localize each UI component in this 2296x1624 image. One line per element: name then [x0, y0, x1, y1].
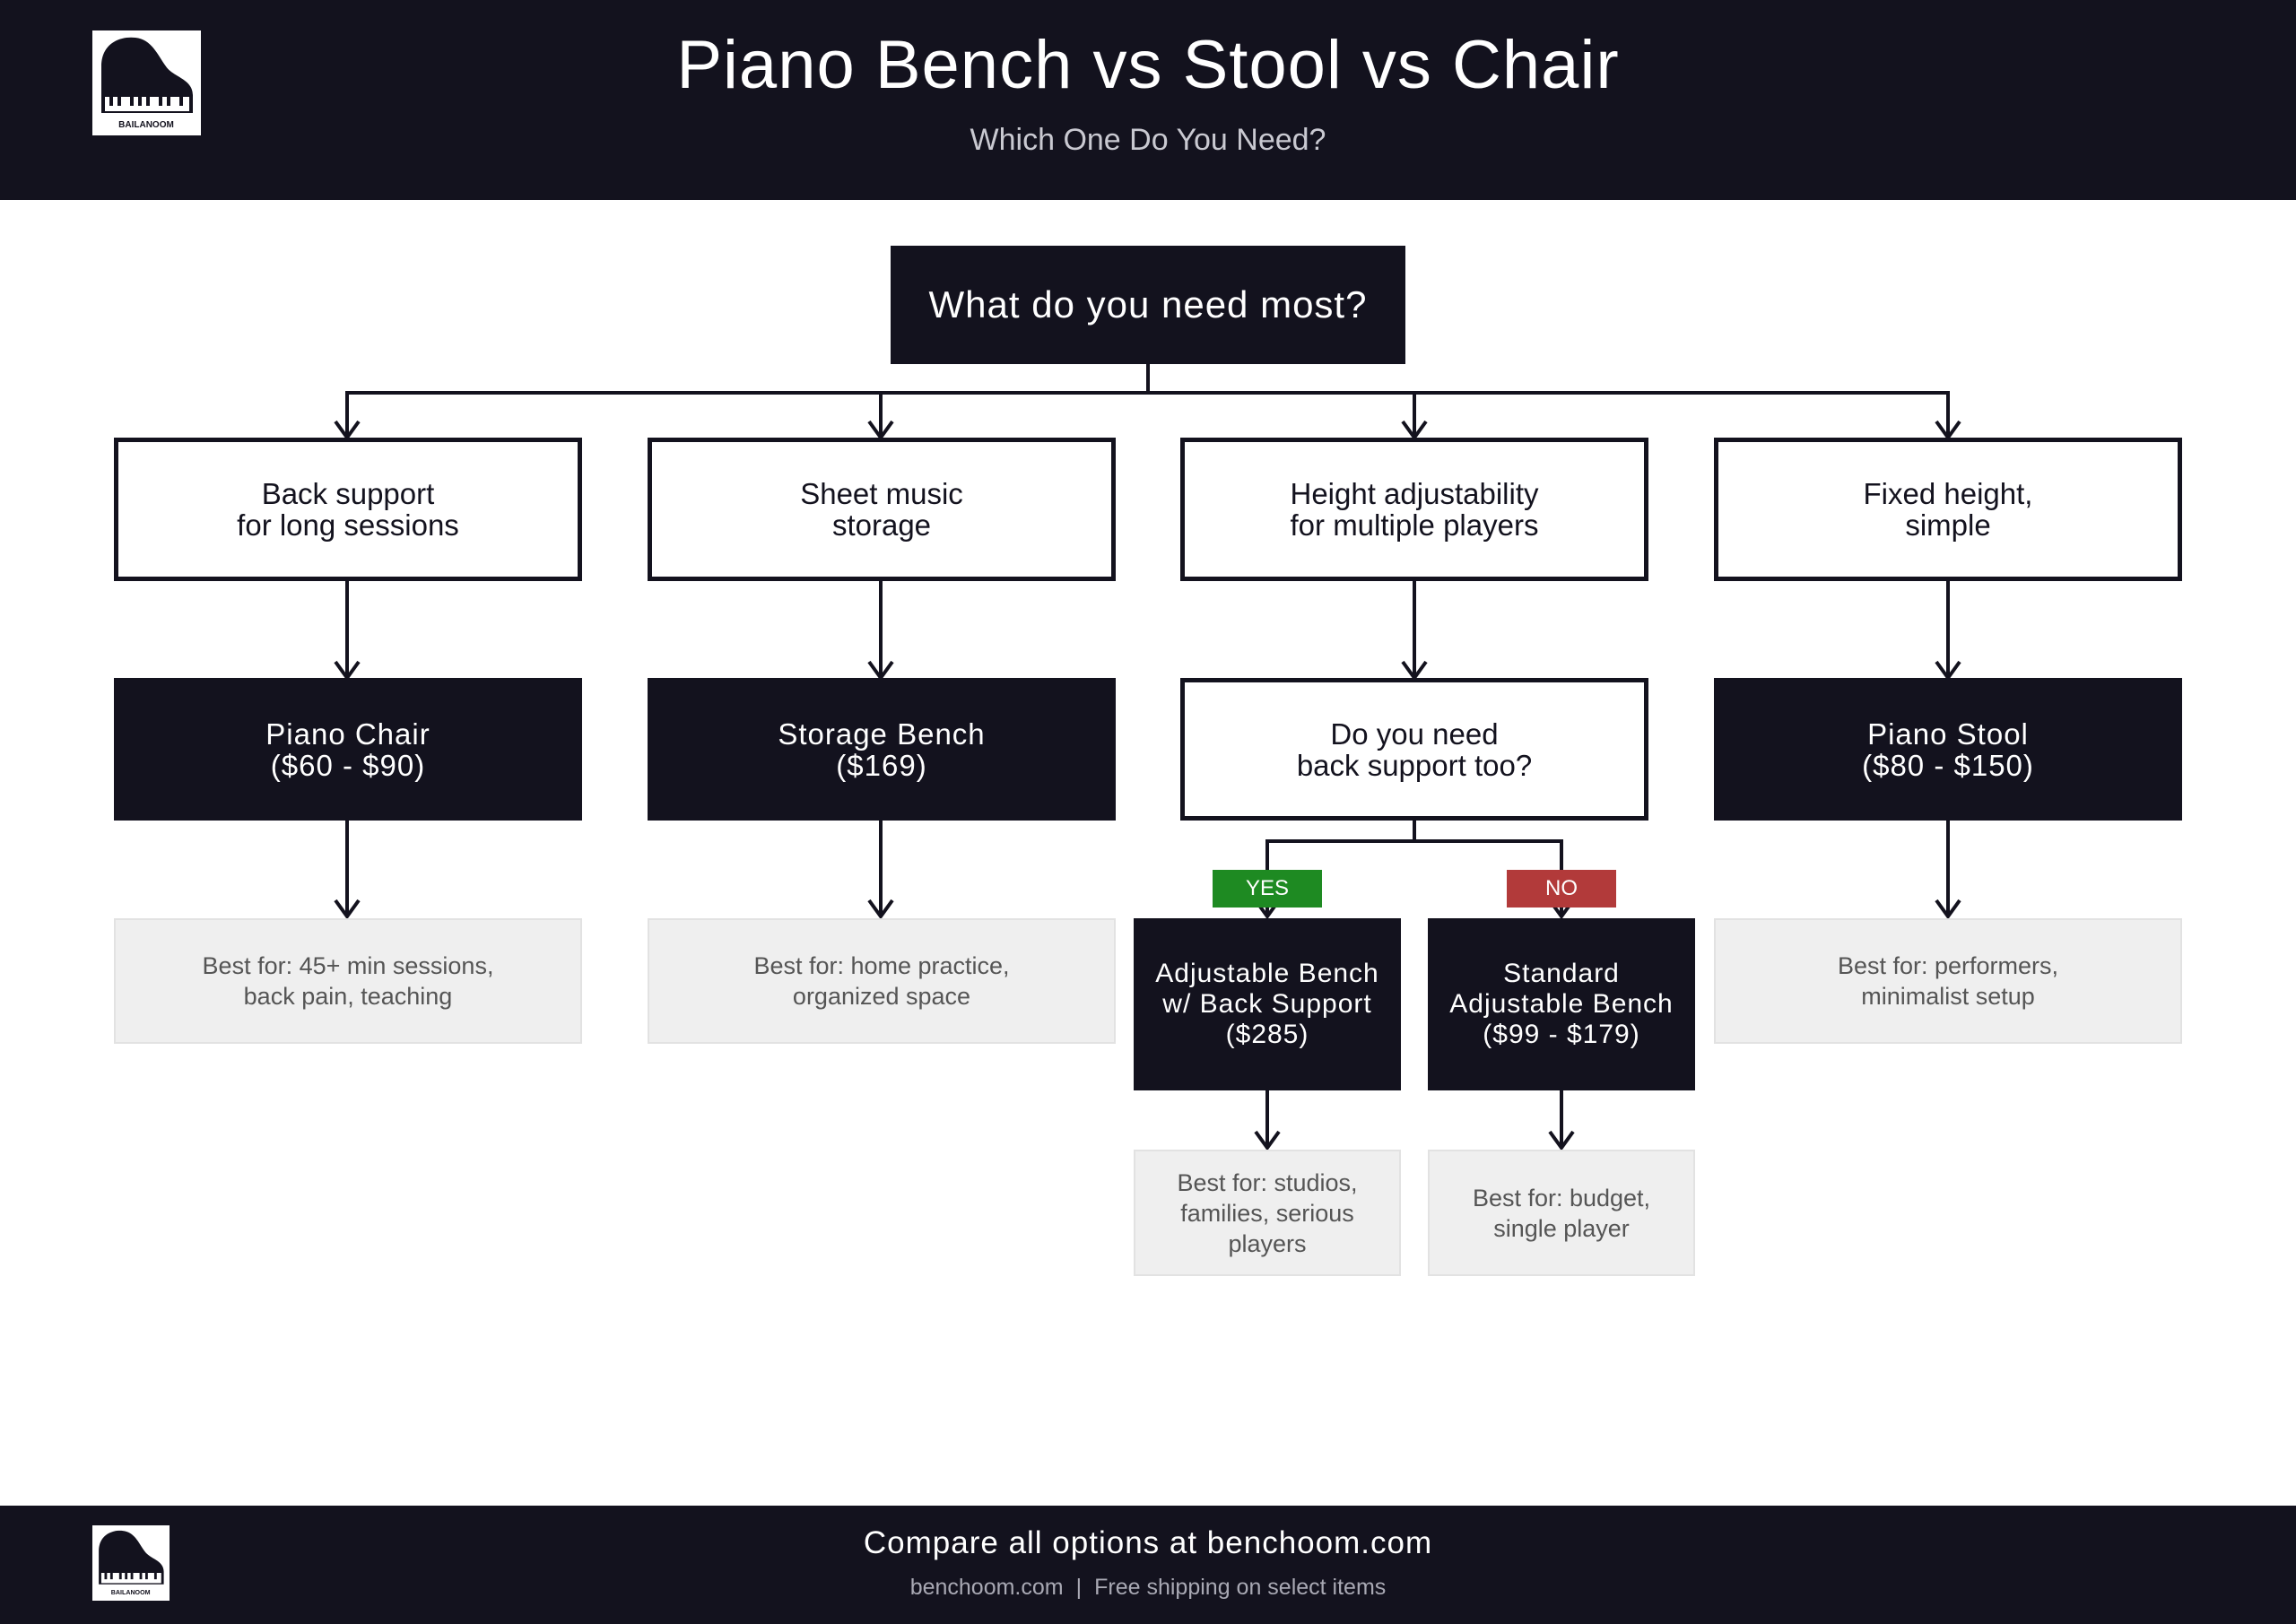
footer-site-link[interactable]: benchoom.com	[909, 1575, 1064, 1600]
footer-bar	[0, 1506, 2296, 1624]
need-back-support: Back support for long sessions	[114, 438, 582, 581]
best-for-storage-bench: Best for: home practice, organized space	[648, 918, 1116, 1044]
need-sheet-music-storage: Sheet music storage	[648, 438, 1116, 581]
need-height-adjustability: Height adjustability for multiple player…	[1180, 438, 1648, 581]
result-adjustable-bench-back-support: Adjustable Bench w/ Back Support ($285)	[1134, 918, 1401, 1090]
need-fixed-height: Fixed height, simple	[1714, 438, 2182, 581]
footer-shipping-note: Free shipping on select items	[1094, 1575, 1387, 1600]
result-piano-chair: Piano Chair ($60 - $90)	[114, 678, 582, 821]
answer-yes-badge: YES	[1213, 870, 1322, 908]
best-for-adjustable-bench-back-support: Best for: studios, families, serious pla…	[1134, 1150, 1401, 1276]
best-for-piano-chair: Best for: 45+ min sessions, back pain, t…	[114, 918, 582, 1044]
footer-cta[interactable]: Compare all options at benchoom.com	[863, 1525, 1433, 1560]
page-subtitle: Which One Do You Need?	[970, 123, 1326, 157]
footer-separator: |	[1075, 1575, 1083, 1600]
svg-text:BAILANOOM: BAILANOOM	[118, 120, 174, 130]
svg-text:BAILANOOM: BAILANOOM	[111, 1589, 151, 1596]
best-for-standard-adjustable-bench: Best for: budget, single player	[1428, 1150, 1695, 1276]
result-standard-adjustable-bench: Standard Adjustable Bench ($99 - $179)	[1428, 918, 1695, 1090]
footer-logo[interactable]: BAILANOOM	[92, 1525, 170, 1601]
best-for-piano-stool: Best for: performers, minimalist setup	[1714, 918, 2182, 1044]
root-question: What do you need most?	[891, 246, 1405, 364]
grand-piano-logo-icon: BAILANOOM	[99, 1530, 164, 1596]
result-storage-bench: Storage Bench ($169)	[648, 678, 1116, 821]
question-back-support: Do you need back support too?	[1180, 678, 1648, 821]
result-piano-stool: Piano Stool ($80 - $150)	[1714, 678, 2182, 821]
grand-piano-logo-icon: BAILANOOM	[101, 37, 193, 130]
page-title: Piano Bench vs Stool vs Chair	[676, 27, 1620, 103]
answer-no-badge: NO	[1507, 870, 1616, 908]
footer-info: benchoom.com | Free shipping on select ite…	[0, 1571, 2296, 1603]
brand-logo[interactable]: BAILANOOM	[92, 30, 201, 135]
header-bar	[0, 0, 2296, 200]
